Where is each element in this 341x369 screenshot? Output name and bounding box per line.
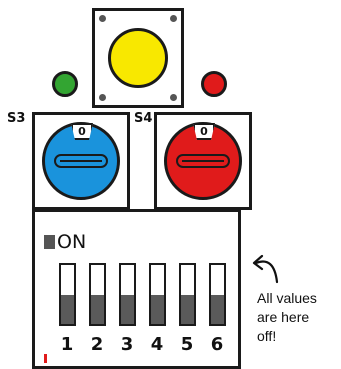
dip-switch-4[interactable] [149, 263, 166, 326]
dip-switch-number: 5 [180, 334, 194, 355]
dip-switch-number: 6 [210, 334, 224, 355]
yellow-push-button[interactable] [108, 28, 168, 88]
red-led [201, 71, 227, 97]
dip-switch-2[interactable] [89, 263, 106, 326]
dip-lever [91, 294, 104, 324]
dip-switch-1[interactable] [59, 263, 76, 326]
dip-lever [211, 294, 224, 324]
s4-rotary-knob[interactable]: 0 [164, 122, 242, 200]
s3-label: S3 [7, 111, 26, 126]
annotation-note: All values are here off! [257, 289, 317, 346]
s4-label: S4 [134, 111, 153, 126]
s3-rotary-knob[interactable]: 0 [42, 122, 120, 200]
s3-position: 0 [78, 125, 86, 138]
dip-switch-number: 4 [150, 334, 164, 355]
on-marker-icon [44, 235, 55, 249]
green-led [52, 71, 78, 97]
annotation-line: All values [257, 290, 317, 306]
s4-position: 0 [200, 125, 208, 138]
screw-icon [170, 94, 177, 101]
curved-arrow-icon [252, 254, 279, 284]
dip-switch-5[interactable] [179, 263, 196, 326]
screw-icon [99, 94, 106, 101]
dip-lever [61, 294, 74, 324]
push-button-panel [92, 8, 184, 108]
annotation-line: are here [257, 309, 310, 325]
dip-switch-number: 1 [60, 334, 74, 355]
dip-switch-number: 2 [90, 334, 104, 355]
dip-switch-number: 3 [120, 334, 134, 355]
dip-lever [121, 294, 134, 324]
annotation-line: off! [257, 328, 277, 344]
dip-switch-6[interactable] [209, 263, 226, 326]
screw-icon [99, 15, 106, 22]
s3-switch-panel: 0 [32, 112, 130, 210]
knob-grip-icon [54, 154, 108, 168]
dip-switch-3[interactable] [119, 263, 136, 326]
dip-lever [151, 294, 164, 324]
dip-lever [181, 294, 194, 324]
screw-icon [170, 15, 177, 22]
red-marker [44, 354, 47, 363]
knob-grip-icon [176, 154, 230, 168]
on-label: ON [57, 231, 87, 253]
s4-switch-panel: 0 [154, 112, 252, 210]
